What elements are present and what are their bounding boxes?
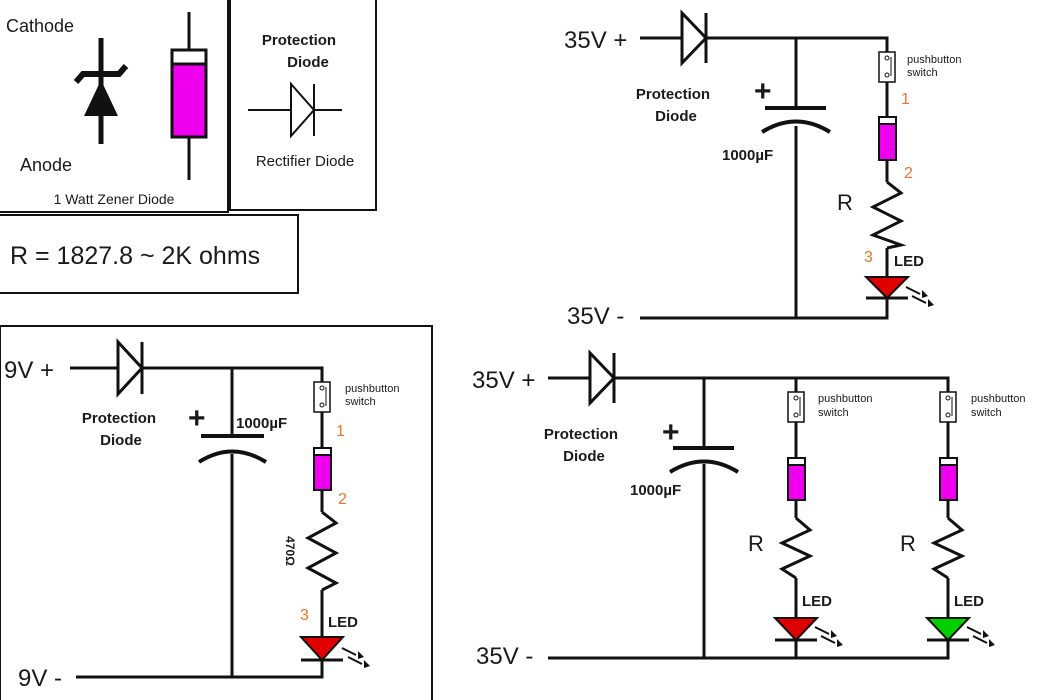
capacitor-value: 1000µF bbox=[630, 482, 681, 499]
switch-label-line2: switch bbox=[818, 407, 849, 419]
zener-symbol bbox=[73, 38, 129, 144]
pushbutton-switch bbox=[939, 391, 957, 423]
resistor-value: 470Ω bbox=[283, 536, 297, 566]
led bbox=[863, 276, 934, 307]
capacitor: + bbox=[662, 416, 740, 474]
cathode-label: Cathode bbox=[6, 16, 74, 36]
diode-label-line1: Protection bbox=[82, 410, 156, 427]
resistor bbox=[304, 510, 340, 592]
resistor bbox=[778, 516, 814, 580]
resistor bbox=[930, 516, 966, 580]
node-2-label: 2 bbox=[338, 491, 347, 508]
capacitor-value: 1000µF bbox=[236, 415, 287, 432]
capacitor-plus: + bbox=[662, 416, 680, 449]
capacitor-plus: + bbox=[188, 402, 206, 435]
led-label: LED bbox=[894, 253, 924, 270]
led bbox=[772, 617, 843, 647]
resistor-label: R bbox=[900, 531, 916, 556]
node-2-label: 2 bbox=[904, 165, 913, 182]
zener-component-body bbox=[170, 12, 208, 180]
protection-diode bbox=[116, 338, 145, 398]
switch-label-line2: switch bbox=[907, 67, 938, 79]
zener-diode bbox=[787, 457, 806, 501]
pushbutton-switch bbox=[878, 51, 896, 83]
diode-label-line2: Diode bbox=[655, 108, 697, 125]
circuit-9v: 9V + 9V - Protection Diode + 1000µF bbox=[0, 325, 433, 700]
zener-diode bbox=[939, 457, 958, 501]
zener-diode bbox=[313, 447, 332, 491]
led bbox=[298, 636, 370, 668]
led-body bbox=[298, 636, 346, 662]
node-3-label: 3 bbox=[864, 249, 873, 266]
zener-diode bbox=[878, 116, 897, 161]
rectifier-title-line2: Diode bbox=[287, 54, 329, 71]
branch-green: pushbutton switch R LED bbox=[900, 391, 1025, 647]
switch-label-line1: pushbutton bbox=[345, 383, 399, 395]
formula-box: R = 1827.8 ~ 2K ohms bbox=[0, 214, 299, 294]
capacitor: + bbox=[188, 402, 268, 464]
vminus-label: 35V - bbox=[567, 303, 624, 330]
zener-caption: 1 Watt Zener Diode bbox=[54, 191, 175, 207]
led-body bbox=[863, 276, 911, 300]
led-body bbox=[772, 617, 820, 642]
resistor-label: R bbox=[748, 531, 764, 556]
circuit-35v-dual: 35V + 35V - Protection Diode + 1000µF bbox=[472, 349, 1025, 670]
rectifier-diode-symbol bbox=[248, 81, 342, 139]
rectifier-caption: Rectifier Diode bbox=[256, 153, 354, 170]
resistor-label: R bbox=[837, 190, 853, 215]
led bbox=[924, 617, 995, 647]
switch-label-line1: pushbutton bbox=[907, 54, 961, 66]
led-body bbox=[924, 617, 972, 642]
zener-legend-panel: Cathode Anode 1 Watt Zener Diode bbox=[0, 0, 229, 213]
node-1-label: 1 bbox=[336, 423, 345, 440]
diode-label-line1: Protection bbox=[636, 86, 710, 103]
capacitor-plus: + bbox=[754, 75, 772, 108]
vplus-label: 35V + bbox=[472, 367, 535, 394]
formula-text: R = 1827.8 ~ 2K ohms bbox=[10, 242, 260, 270]
protection-diode bbox=[680, 9, 709, 67]
rectifier-title-line1: Protection bbox=[262, 32, 336, 49]
pushbutton-switch bbox=[787, 391, 805, 423]
switch-label-line1: pushbutton bbox=[971, 393, 1025, 405]
vminus-label: 35V - bbox=[476, 643, 533, 670]
switch-label-line1: pushbutton bbox=[818, 393, 872, 405]
anode-label: Anode bbox=[20, 155, 72, 175]
led-label: LED bbox=[802, 593, 832, 610]
circuit-35v-single: 35V + 35V - Protection Diode + 1000µF pu… bbox=[564, 9, 961, 330]
vplus-label: 9V + bbox=[4, 357, 54, 384]
vminus-label: 9V - bbox=[18, 665, 62, 692]
diode-label-line1: Protection bbox=[544, 426, 618, 443]
diode-label-line2: Diode bbox=[100, 432, 142, 449]
protection-diode bbox=[588, 349, 617, 407]
pushbutton-switch bbox=[313, 381, 331, 413]
capacitor-value: 1000µF bbox=[722, 147, 773, 164]
vplus-label: 35V + bbox=[564, 27, 627, 54]
node-3-label: 3 bbox=[300, 607, 309, 624]
branch-red: pushbutton switch R LED bbox=[748, 391, 872, 647]
resistor bbox=[869, 180, 907, 250]
led-label: LED bbox=[954, 593, 984, 610]
capacitor: + bbox=[754, 75, 832, 134]
diode-label-line2: Diode bbox=[563, 448, 605, 465]
switch-label-line2: switch bbox=[971, 407, 1002, 419]
switch-label-line2: switch bbox=[345, 396, 376, 408]
node-1-label: 1 bbox=[901, 91, 910, 108]
led-label: LED bbox=[328, 614, 358, 631]
rectifier-legend-panel: Protection Diode Rectifier Diode bbox=[229, 0, 377, 211]
